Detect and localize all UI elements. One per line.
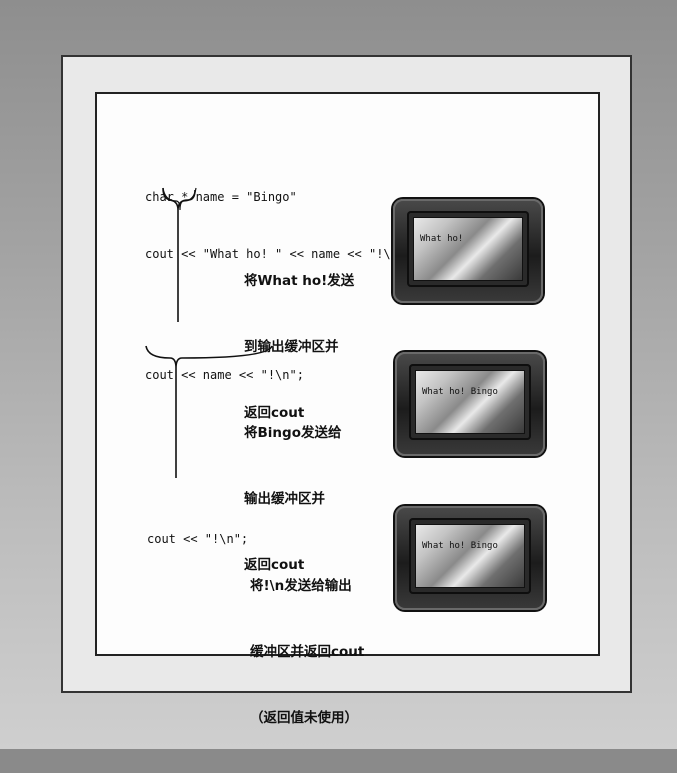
screen-output: What ho! (420, 234, 464, 244)
figure-page: char * name = "Bingo" cout << "What ho! … (0, 0, 677, 749)
brace-connectors (145, 187, 273, 478)
note-line: 返回cout (244, 405, 305, 421)
curly-brace-icon (145, 345, 273, 369)
note-line: （返回值未使用） (250, 710, 358, 726)
note-1: 将What ho!发送 到输出缓冲区并 返回cout (244, 226, 354, 468)
code-block-2: cout << name << "!\n"; (145, 328, 304, 423)
note-line: 将Bingo发送给 (244, 425, 342, 441)
monitor-screen: What ho! Bingo (415, 370, 525, 434)
code-block-1: char * name = "Bingo" cout << "What ho! … (145, 150, 412, 302)
note-line: 将!\n发送给输出 (250, 578, 352, 594)
note-line: 缓冲区并返回cout (250, 644, 365, 660)
note-line: 到输出缓冲区并 (244, 339, 339, 355)
code-line: cout << "!\n"; (147, 532, 249, 546)
note-line: 返回cout (244, 557, 305, 573)
code-line: char * name = "Bingo" (145, 190, 297, 204)
crt-monitor-icon: What ho! (393, 199, 543, 303)
screen-output: What ho! Bingo (422, 387, 498, 397)
monitor-screen: What ho! Bingo (415, 524, 525, 588)
code-line: cout << "What ho! " << name << "!\n"; (145, 247, 413, 261)
code-block-3: cout << "!\n"; (147, 492, 248, 587)
crt-monitor-icon: What ho! Bingo (395, 352, 545, 456)
note-2: 将Bingo发送给 输出缓冲区并 返回cout (244, 378, 341, 620)
code-line: cout << name << "!\n"; (145, 368, 304, 382)
note-line: 将What ho!发送 (244, 273, 355, 289)
monitor-screen: What ho! (413, 217, 523, 281)
note-3: 将!\n发送给输出 缓冲区并返回cout （返回值未使用） (250, 531, 364, 773)
screen-output: What ho! Bingo (422, 541, 498, 551)
note-line: 输出缓冲区并 (244, 491, 325, 507)
curly-brace-icon (162, 187, 197, 211)
crt-monitor-icon: What ho! Bingo (395, 506, 545, 610)
